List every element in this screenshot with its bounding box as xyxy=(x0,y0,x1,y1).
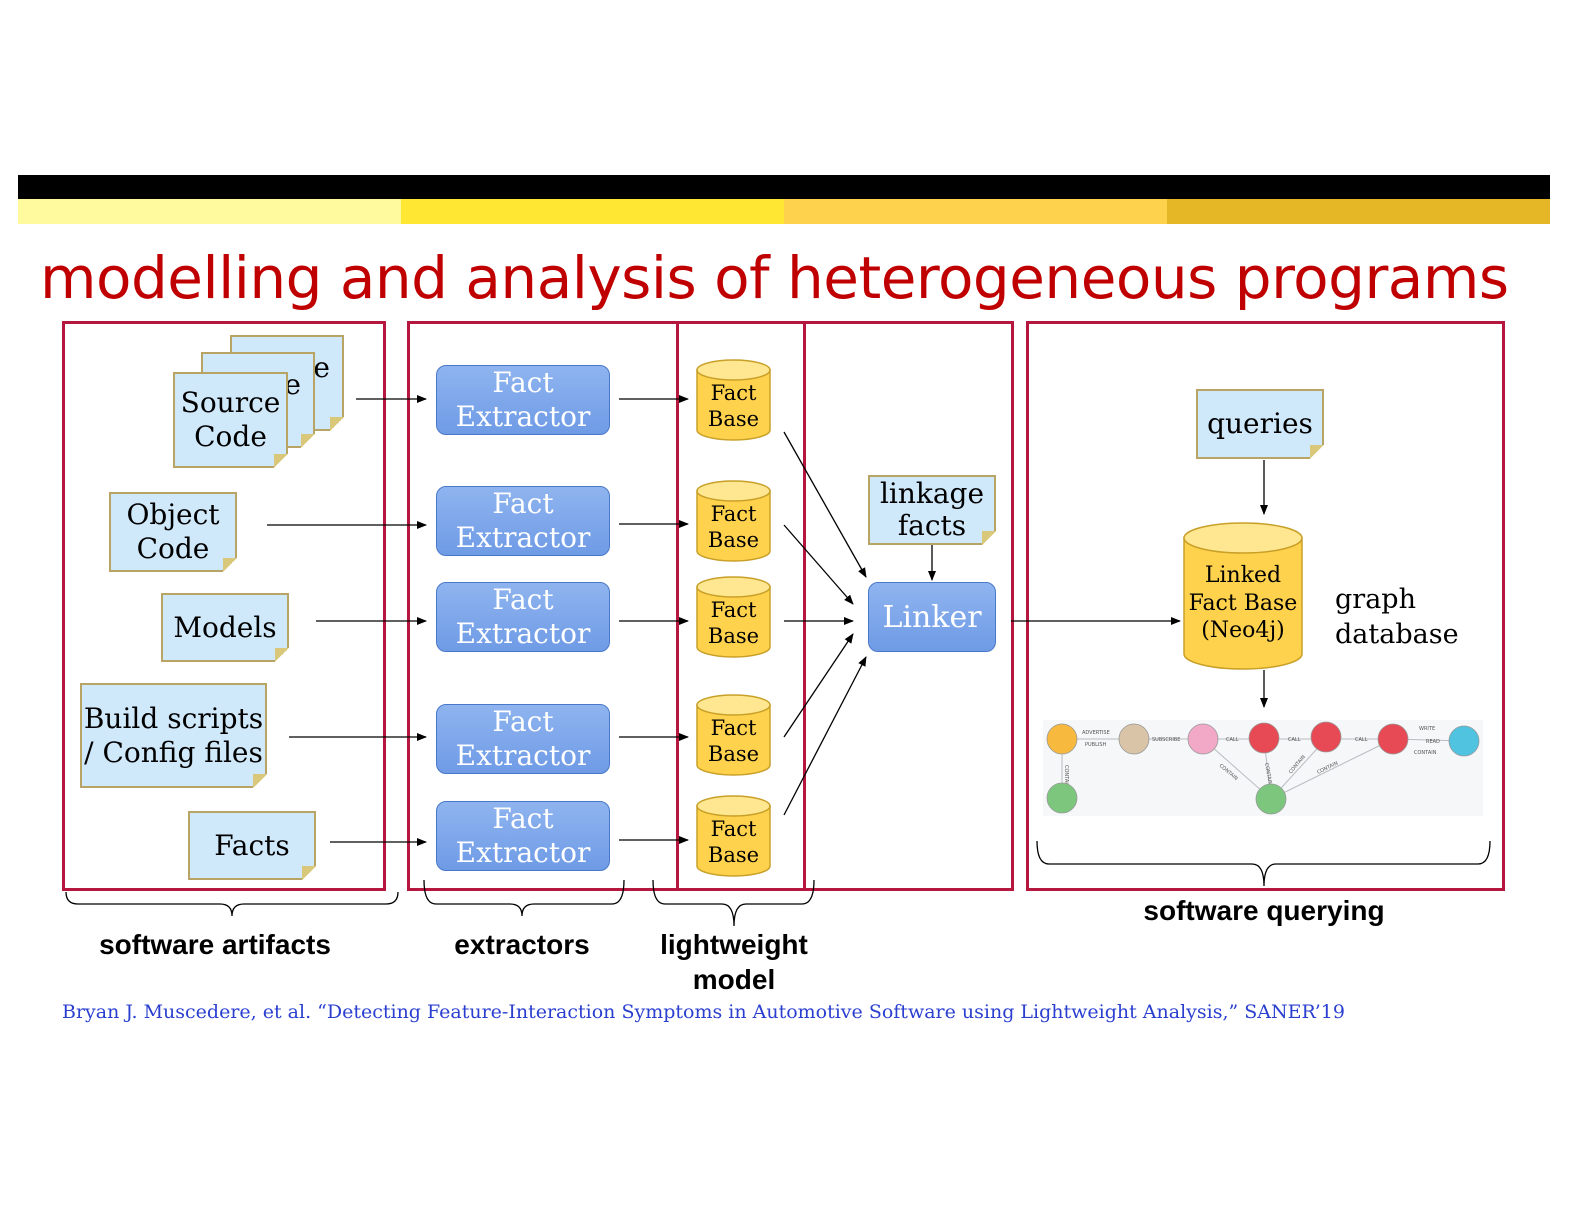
fact-extractor-label: Fact Extractor xyxy=(455,705,591,772)
object-code-note: Object Code xyxy=(109,492,237,572)
graph-node xyxy=(1046,723,1078,755)
fact-base-3: Fact Base xyxy=(696,576,771,658)
graph-node xyxy=(1248,722,1280,754)
slide-title: modelling and analysis of heterogeneous … xyxy=(40,244,1509,312)
header-band-1 xyxy=(18,199,401,224)
object-code-label: Object Code xyxy=(126,498,220,565)
model-frame xyxy=(676,321,806,891)
graph-preview: ADVERTISE PUBLISH SUBSCRIBE CALL CALL CA… xyxy=(1043,720,1483,816)
edge-label: CALL xyxy=(1226,737,1239,743)
fact-base-4: Fact Base xyxy=(696,694,771,776)
edge-label: CALL xyxy=(1288,737,1301,743)
graph-node xyxy=(1377,723,1409,755)
edge-label: ADVERTISE xyxy=(1082,730,1110,736)
graph-node xyxy=(1046,782,1078,814)
linked-fact-base: Linked Fact Base (Neo4j) xyxy=(1183,522,1303,670)
querying-frame xyxy=(1026,321,1505,891)
header-bar xyxy=(18,175,1550,199)
fact-base-5: Fact Base xyxy=(696,795,771,877)
fact-extractor-label: Fact Extractor xyxy=(455,366,591,433)
stack-fragment-back: e xyxy=(313,351,330,384)
edge-label: SUBSCRIBE xyxy=(1152,737,1180,743)
linker-label: Linker xyxy=(882,599,982,635)
linkage-facts-label: linkage facts xyxy=(879,476,985,542)
edge-label: CONTAIN xyxy=(1263,762,1273,785)
fact-extractor-4: Fact Extractor xyxy=(436,704,610,774)
facts-note: Facts xyxy=(188,811,316,880)
build-scripts-note: Build scripts / Config files xyxy=(80,683,267,788)
fact-extractor-3: Fact Extractor xyxy=(436,582,610,652)
source-code-label: Source Code xyxy=(180,386,281,453)
fact-base-label: Fact Base xyxy=(707,817,760,868)
header-band-3 xyxy=(784,199,1167,224)
build-scripts-label: Build scripts / Config files xyxy=(83,701,264,769)
header-band-2 xyxy=(401,199,784,224)
linker-box: Linker xyxy=(868,582,996,652)
graph-node xyxy=(1118,723,1150,755)
fact-extractor-label: Fact Extractor xyxy=(455,487,591,554)
fact-base-2: Fact Base xyxy=(696,480,771,562)
facts-label: Facts xyxy=(214,828,290,862)
edge-label: PUBLISH xyxy=(1085,742,1107,748)
stage-label-extractors: extractors xyxy=(454,929,590,960)
linkage-facts-note: linkage facts xyxy=(868,475,996,545)
stage-label-querying: software querying xyxy=(1143,895,1385,926)
edge-label: READ xyxy=(1426,739,1440,745)
fact-extractor-5: Fact Extractor xyxy=(436,801,610,871)
fact-extractor-label: Fact Extractor xyxy=(455,583,591,650)
graph-database-label: graph database xyxy=(1335,584,1459,651)
queries-label: queries xyxy=(1207,407,1313,441)
edge-label: CONTAIN xyxy=(1414,750,1437,756)
graph-node xyxy=(1310,721,1342,753)
stage-label-artifacts: software artifacts xyxy=(99,929,331,960)
edge-label: WRITE xyxy=(1419,726,1435,732)
fact-base-label: Fact Base xyxy=(707,502,760,553)
models-note: Models xyxy=(161,593,289,662)
graph-node xyxy=(1255,783,1287,815)
fact-base-1: Fact Base xyxy=(696,359,771,441)
stage-label-model: lightweight model xyxy=(660,929,808,995)
models-label: Models xyxy=(173,610,277,644)
graph-node xyxy=(1187,723,1219,755)
graph-node xyxy=(1448,725,1480,757)
fact-extractor-2: Fact Extractor xyxy=(436,486,610,556)
queries-note: queries xyxy=(1196,389,1324,459)
header-band-4 xyxy=(1167,199,1550,224)
fact-base-label: Fact Base xyxy=(707,716,760,767)
linked-fact-base-label: Linked Fact Base (Neo4j) xyxy=(1188,563,1298,643)
fact-extractor-1: Fact Extractor xyxy=(436,365,610,435)
edge-label: CONTAIN xyxy=(1063,765,1069,788)
artifacts-frame xyxy=(62,321,386,891)
source-code-note: Source Code xyxy=(173,372,288,468)
stack-fragment-middle: e xyxy=(284,368,301,401)
edge-label: CALL xyxy=(1355,737,1368,743)
fact-base-label: Fact Base xyxy=(707,598,760,649)
fact-base-label: Fact Base xyxy=(707,381,760,432)
fact-extractor-label: Fact Extractor xyxy=(455,802,591,869)
citation: Bryan J. Muscedere, et al. “Detecting Fe… xyxy=(62,1001,1345,1023)
